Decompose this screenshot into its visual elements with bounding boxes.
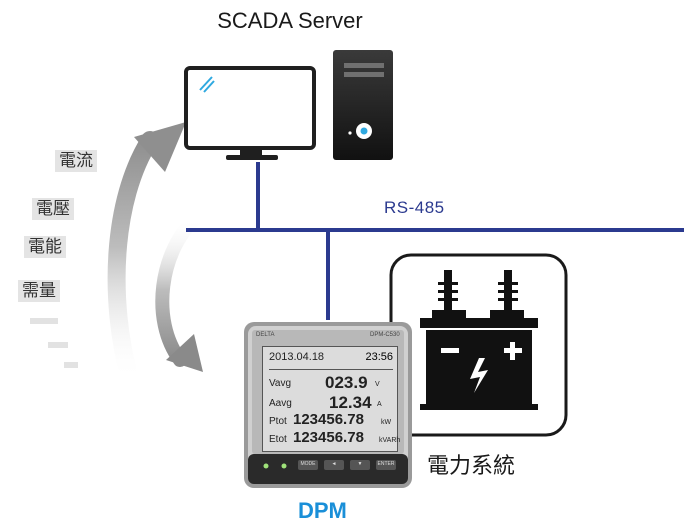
data-tag-energy: 電能 (24, 236, 66, 258)
power-system-icon (389, 253, 568, 437)
fade-dash (64, 362, 78, 368)
power-system-label: 電力系統 (427, 453, 516, 478)
meter-button-mode[interactable]: MODE (300, 461, 316, 467)
screen-row: Ptot 123456.78 kW (269, 411, 392, 428)
screen-date: 2013.04.18 (269, 351, 325, 363)
meter-button-enter[interactable]: ENTER (377, 461, 395, 467)
screen-row: Aavg 12.34 A (269, 393, 382, 412)
server-tower-icon (333, 50, 393, 160)
meter-screen: 2013.04.18 23:56 Vavg 023.9 V Aavg 12.34… (262, 346, 401, 452)
meter-model: DPM-C530 (370, 332, 400, 338)
fade-dash (30, 318, 58, 324)
download-arrow (155, 211, 203, 372)
data-tag-voltage: 電壓 (32, 198, 74, 220)
data-tag-current: 電流 (55, 150, 97, 172)
meter-button-left[interactable]: ◄ (331, 461, 337, 467)
rs485-bus (186, 162, 684, 320)
upload-arrow (107, 122, 186, 389)
meter-brand: DELTA (256, 332, 275, 338)
screen-row: Etot 123456.78 kVARh (269, 429, 401, 446)
screen-time: 23:56 (365, 351, 393, 363)
fade-dash (48, 342, 68, 348)
monitor-icon (184, 66, 316, 160)
dpm-label: DPM (298, 498, 347, 523)
bus-label: RS-485 (384, 198, 445, 217)
screen-row: Vavg 023.9 V (269, 373, 380, 392)
data-tag-demand: 需量 (18, 280, 60, 302)
server-title: SCADA Server (217, 8, 363, 33)
meter-button-down[interactable]: ▼ (357, 461, 363, 467)
